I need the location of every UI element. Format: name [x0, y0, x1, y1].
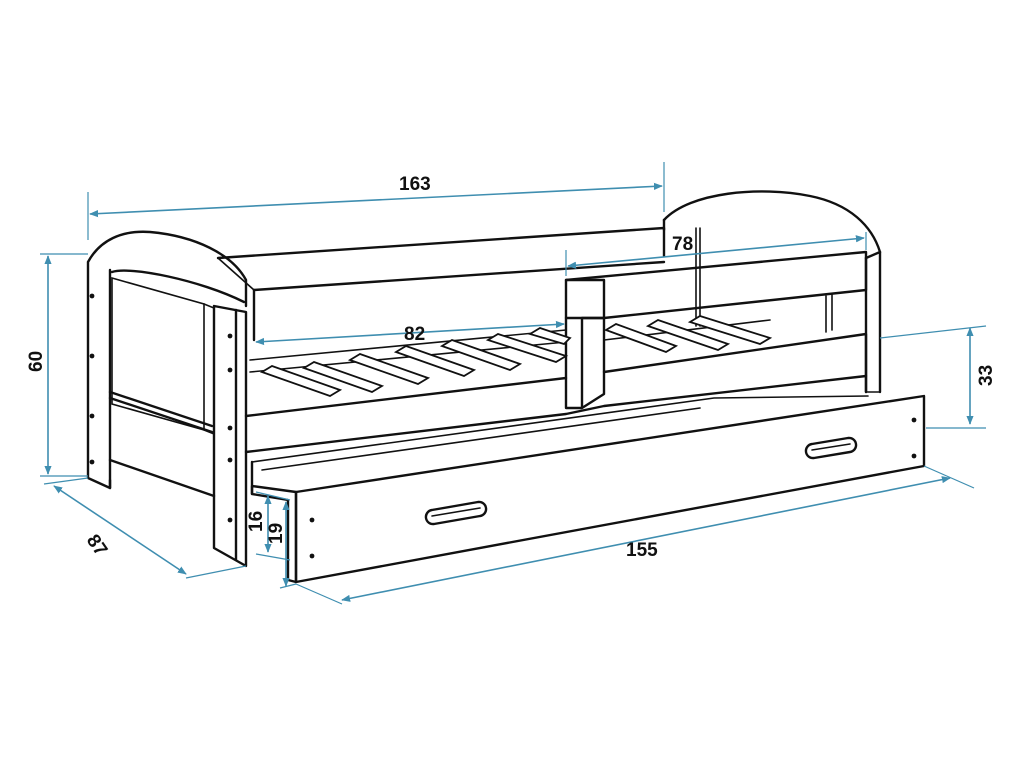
label-60: 60: [26, 351, 47, 372]
right-headboard: [662, 190, 882, 394]
drawer-front: [294, 394, 926, 584]
dim-line-163: [89, 182, 663, 218]
label-82: 82: [404, 324, 425, 345]
drawer: [250, 394, 926, 584]
drawer-handle-right: [804, 436, 858, 460]
guard-post: [564, 316, 606, 410]
dimension-lines: [40, 162, 987, 605]
front-rail: [244, 332, 868, 454]
dim-line-82: [255, 320, 565, 346]
drawer-handle-left: [424, 500, 488, 526]
dim-line-155: [341, 476, 951, 602]
slats: [259, 315, 773, 397]
left-front-post: [212, 304, 248, 568]
label-19: 19: [266, 523, 287, 544]
label-33: 33: [976, 365, 997, 386]
dim-line-87: [53, 485, 187, 575]
bed-frame: [86, 190, 926, 584]
dimension-labels: 163 78 82 60 33 87 16 19 155: [26, 174, 997, 561]
label-87: 87: [82, 531, 111, 560]
label-163: 163: [399, 174, 431, 195]
label-78: 78: [672, 234, 693, 255]
label-155: 155: [626, 540, 658, 561]
screw-dots: [89, 293, 917, 559]
label-16: 16: [246, 511, 267, 532]
dim-line-78: [567, 235, 865, 269]
